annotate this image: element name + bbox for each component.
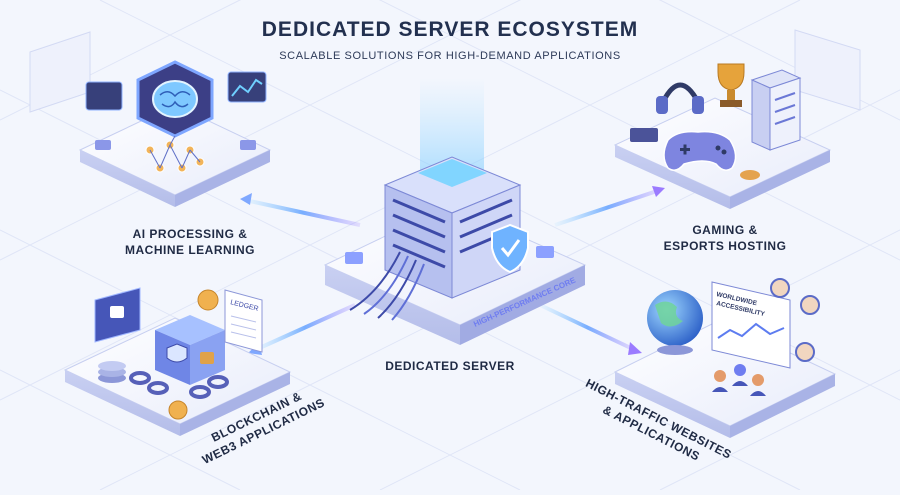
status-module-icon (345, 252, 363, 264)
page-title: DEDICATED SERVER ECOSYSTEM (261, 18, 639, 41)
chip-icon-2 (240, 140, 256, 150)
flow-arrow-web (539, 303, 642, 355)
accessibility-dashboard-icon: WORLDWIDE ACCESSIBILITY (711, 281, 791, 369)
ai-processing-label: AI PROCESSING & MACHINE LEARNING (105, 226, 275, 258)
web-node: WORLDWIDE ACCESSIBILITY (613, 278, 837, 438)
puck-icon (740, 170, 760, 180)
dedicated-server-hub: HIGH-PERFORMANCE CORE (323, 78, 587, 345)
flow-arrow-gaming (554, 186, 665, 227)
trophy-icon (717, 63, 745, 107)
dedicated-server-label: DEDICATED SERVER (385, 359, 515, 373)
user-avatar-icon (770, 278, 790, 298)
ledger-document-icon: LEDGER (224, 289, 263, 353)
flow-arrow-blockchain (248, 303, 356, 355)
game-controller-icon (663, 130, 737, 171)
cable-bundle-icon (349, 251, 425, 321)
server-rack-icon (383, 156, 522, 299)
chip-icon (95, 140, 111, 150)
game-server-tower-icon (750, 69, 802, 151)
blockchain-node: LEDGER (63, 287, 292, 436)
ai-label-line-2: MACHINE LEARNING (125, 243, 255, 257)
user-avatar-icon-3 (795, 342, 815, 362)
coin-icon-2 (168, 400, 188, 420)
page-subtitle: SCALABLE SOLUTIONS FOR HIGH-DEMAND APPLI… (279, 50, 621, 62)
blockchain-cube-icon (155, 315, 225, 385)
coin-stack-icon (98, 361, 126, 383)
flow-arrow-ai (240, 193, 361, 227)
gaming-label: GAMING & ESPORTS HOSTING (645, 222, 805, 254)
gaming-label-line-1: GAMING & (692, 223, 758, 237)
security-shield-icon (491, 223, 529, 274)
ai-processing-node (78, 60, 272, 207)
chart-panel-icon (227, 71, 267, 103)
user-group-icon (712, 364, 766, 396)
lock-icon (200, 352, 214, 364)
analytics-panel-icon (85, 81, 123, 111)
user-avatar-icon-2 (800, 295, 820, 315)
brain-icon (152, 80, 198, 118)
headset-icon (656, 82, 704, 114)
keyboard-icon (630, 128, 658, 142)
gaming-node (613, 63, 832, 209)
secure-screen-icon (94, 287, 141, 343)
gaming-label-line-2: ESPORTS HOSTING (663, 239, 787, 253)
corner-panel-top-right (794, 29, 861, 111)
ai-label-line-1: AI PROCESSING & (132, 227, 248, 241)
status-module-icon-2 (536, 246, 554, 258)
coin-icon (197, 289, 219, 311)
corner-panel-top-left (29, 31, 91, 113)
chain-icon (129, 371, 229, 399)
